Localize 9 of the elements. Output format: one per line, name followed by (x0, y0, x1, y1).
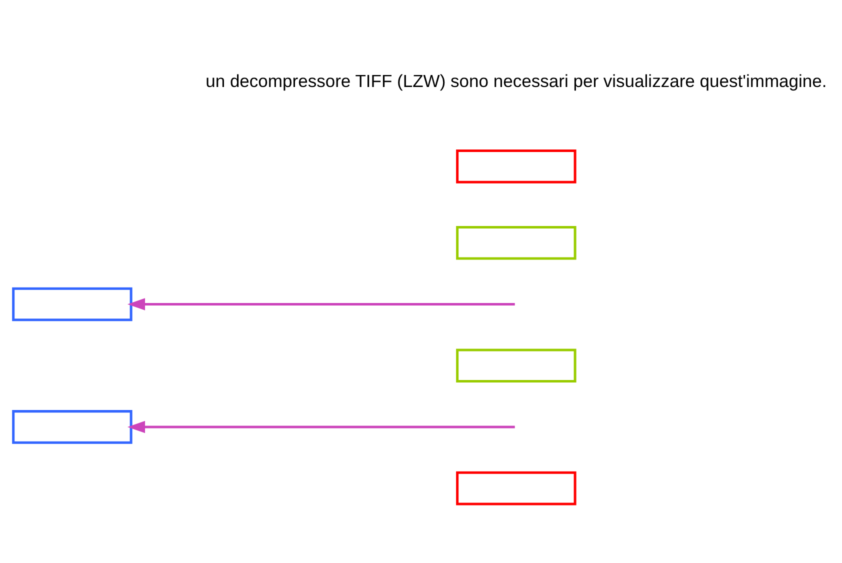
node-box (456, 149, 576, 183)
arrow (127, 298, 515, 310)
node-box (12, 286, 132, 321)
node-box (12, 410, 132, 444)
label: un decompressore TIFF (LZW) sono necessari per visualizzare quest'immagine. (206, 70, 827, 91)
arrow (127, 420, 515, 433)
node-box (456, 470, 576, 505)
node-box (456, 225, 576, 260)
node-box (456, 348, 576, 382)
